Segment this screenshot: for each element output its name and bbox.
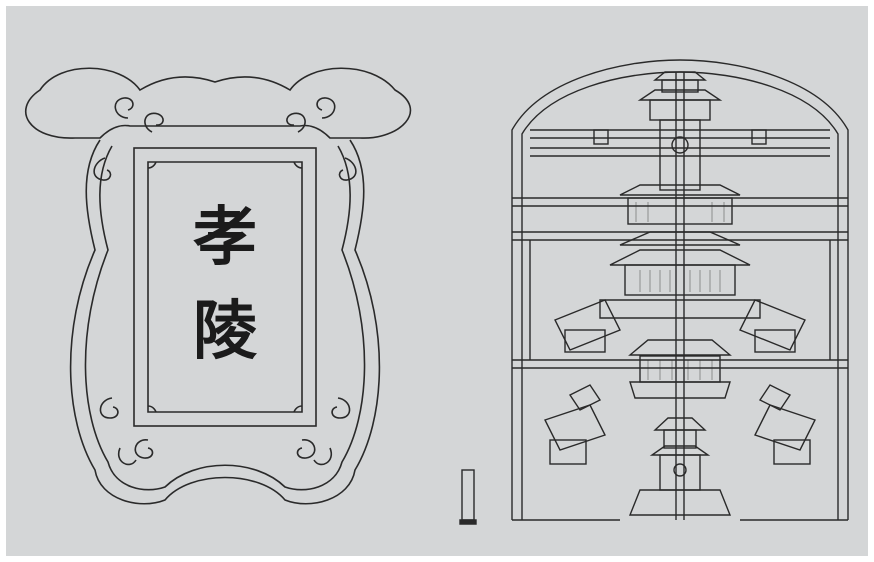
plaque-char-1: 孝: [193, 200, 257, 275]
plaque-char-2: 陵: [193, 294, 257, 369]
illustration-panel: [6, 6, 868, 556]
